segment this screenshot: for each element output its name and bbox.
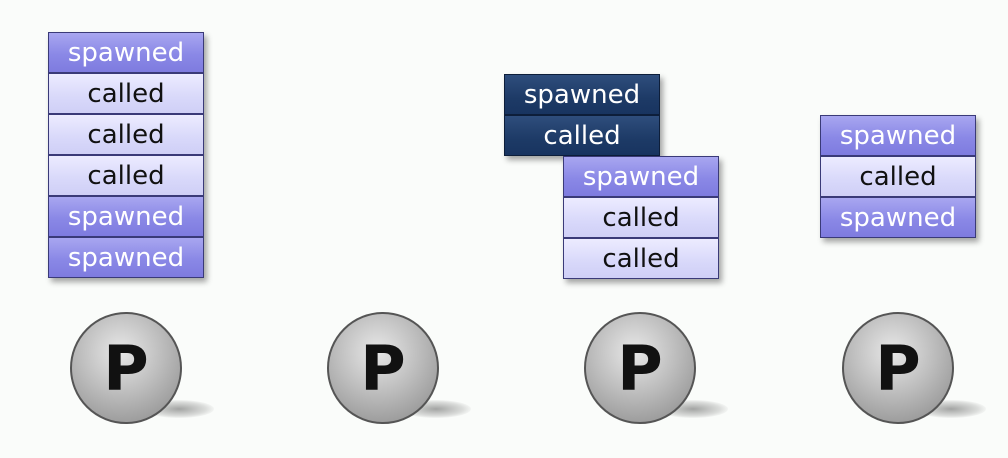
stack-frame: called [820,156,976,197]
stack-frame: spawned [563,156,719,197]
frame-label: spawned [523,79,641,110]
frame-label: spawned [67,242,185,273]
stack-frame: called [563,238,719,279]
frame-label: called [602,243,680,274]
processor-1: P [70,312,182,424]
processor-3: P [584,312,696,424]
call-stack-1: spawned called called called spawned spa… [48,32,204,278]
stack-frame-stolen: spawned [504,74,660,115]
frame-label: called [87,78,165,109]
processor-label: P [875,331,921,405]
frame-label: spawned [839,202,957,233]
frame-label: spawned [67,201,185,232]
stack-frame: spawned [820,197,976,238]
frame-label: called [602,202,680,233]
processor-label: P [360,331,406,405]
stack-frame: spawned [48,237,204,278]
processor-4: P [842,312,954,424]
frame-label: called [543,120,621,151]
stack-frame: spawned [820,115,976,156]
frame-label: spawned [582,161,700,192]
stack-frame-stolen: called [504,115,660,156]
stack-frame: called [48,73,204,114]
call-stack-3: spawned called called [563,156,719,279]
stack-frame: called [563,197,719,238]
frame-label: spawned [67,37,185,68]
call-stack-4: spawned called spawned [820,115,976,238]
processor-label: P [617,331,663,405]
stack-frame: spawned [48,32,204,73]
processor-2: P [327,312,439,424]
stolen-frames: spawned called [504,74,660,156]
frame-label: called [87,160,165,191]
frame-label: called [859,161,937,192]
stack-frame: spawned [48,196,204,237]
processor-label: P [103,331,149,405]
stack-frame: called [48,155,204,196]
frame-label: called [87,119,165,150]
frame-label: spawned [839,120,957,151]
stack-frame: called [48,114,204,155]
